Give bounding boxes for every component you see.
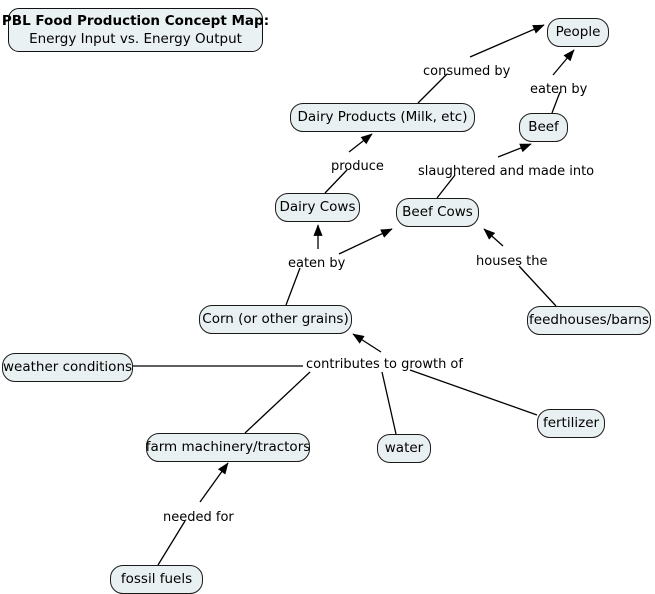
edge-contributes-to-corn (352, 333, 382, 353)
title-primary-line: PBL Food Production Concept Map: (1, 12, 270, 29)
edge-eaten-by-to-beef-cows (338, 228, 393, 255)
edge-label-produce: produce (331, 159, 384, 174)
concept-map-title-box: PBL Food Production Concept Map: Energy … (2, 8, 269, 52)
node-fertilizer[interactable]: fertilizer (537, 409, 605, 438)
edge-label-eaten_by_corn: eaten by (288, 256, 346, 271)
edge-label-consumed_by: consumed by (423, 64, 511, 79)
node-dairy_cows[interactable]: Dairy Cows (275, 193, 360, 222)
node-farm_machinery[interactable]: farm machinery/tractors (146, 433, 310, 462)
node-fossil_fuels[interactable]: fossil fuels (110, 565, 203, 594)
edge-label-houses_the: houses the (476, 254, 548, 269)
edge-fertilizer-to-contributes (409, 369, 538, 416)
edge-label-needed_for: needed for (163, 510, 234, 525)
edge-feedhouses-to-houses-the (518, 265, 557, 307)
node-water[interactable]: water (377, 434, 431, 463)
node-beef[interactable]: Beef (519, 113, 568, 142)
node-weather[interactable]: weather conditions (2, 353, 133, 382)
edge-consumed-by-to-people (469, 24, 545, 58)
edge-farm-machinery-to-contributes (244, 371, 311, 434)
edge-water-to-contributes (381, 371, 397, 435)
edge-eaten-by-to-people (552, 49, 575, 76)
node-corn[interactable]: Corn (or other grains) (199, 305, 352, 334)
edge-houses-the-to-beef-cows (483, 228, 504, 247)
edge-corn-to-eaten-by (285, 267, 301, 306)
edge-produce-to-dairy-products (348, 133, 373, 153)
node-beef_cows[interactable]: Beef Cows (396, 198, 479, 227)
node-dairy_products[interactable]: Dairy Products (Milk, etc) (290, 103, 475, 132)
edge-needed-for-to-farm-machinery (199, 462, 229, 503)
edge-label-slaughtered: slaughtered and made into (418, 164, 595, 179)
node-people[interactable]: People (547, 18, 609, 47)
edge-label-eaten_by_beef: eaten by (530, 82, 588, 97)
node-feedhouses[interactable]: feedhouses/barns (527, 306, 651, 335)
title-subtitle-line: Energy Input vs. Energy Output (29, 31, 242, 47)
edge-fossil-fuels-to-needed-for (157, 520, 186, 566)
edge-slaughtered-to-beef (497, 143, 532, 158)
edge-label-contributes: contributes to growth of (306, 357, 463, 372)
